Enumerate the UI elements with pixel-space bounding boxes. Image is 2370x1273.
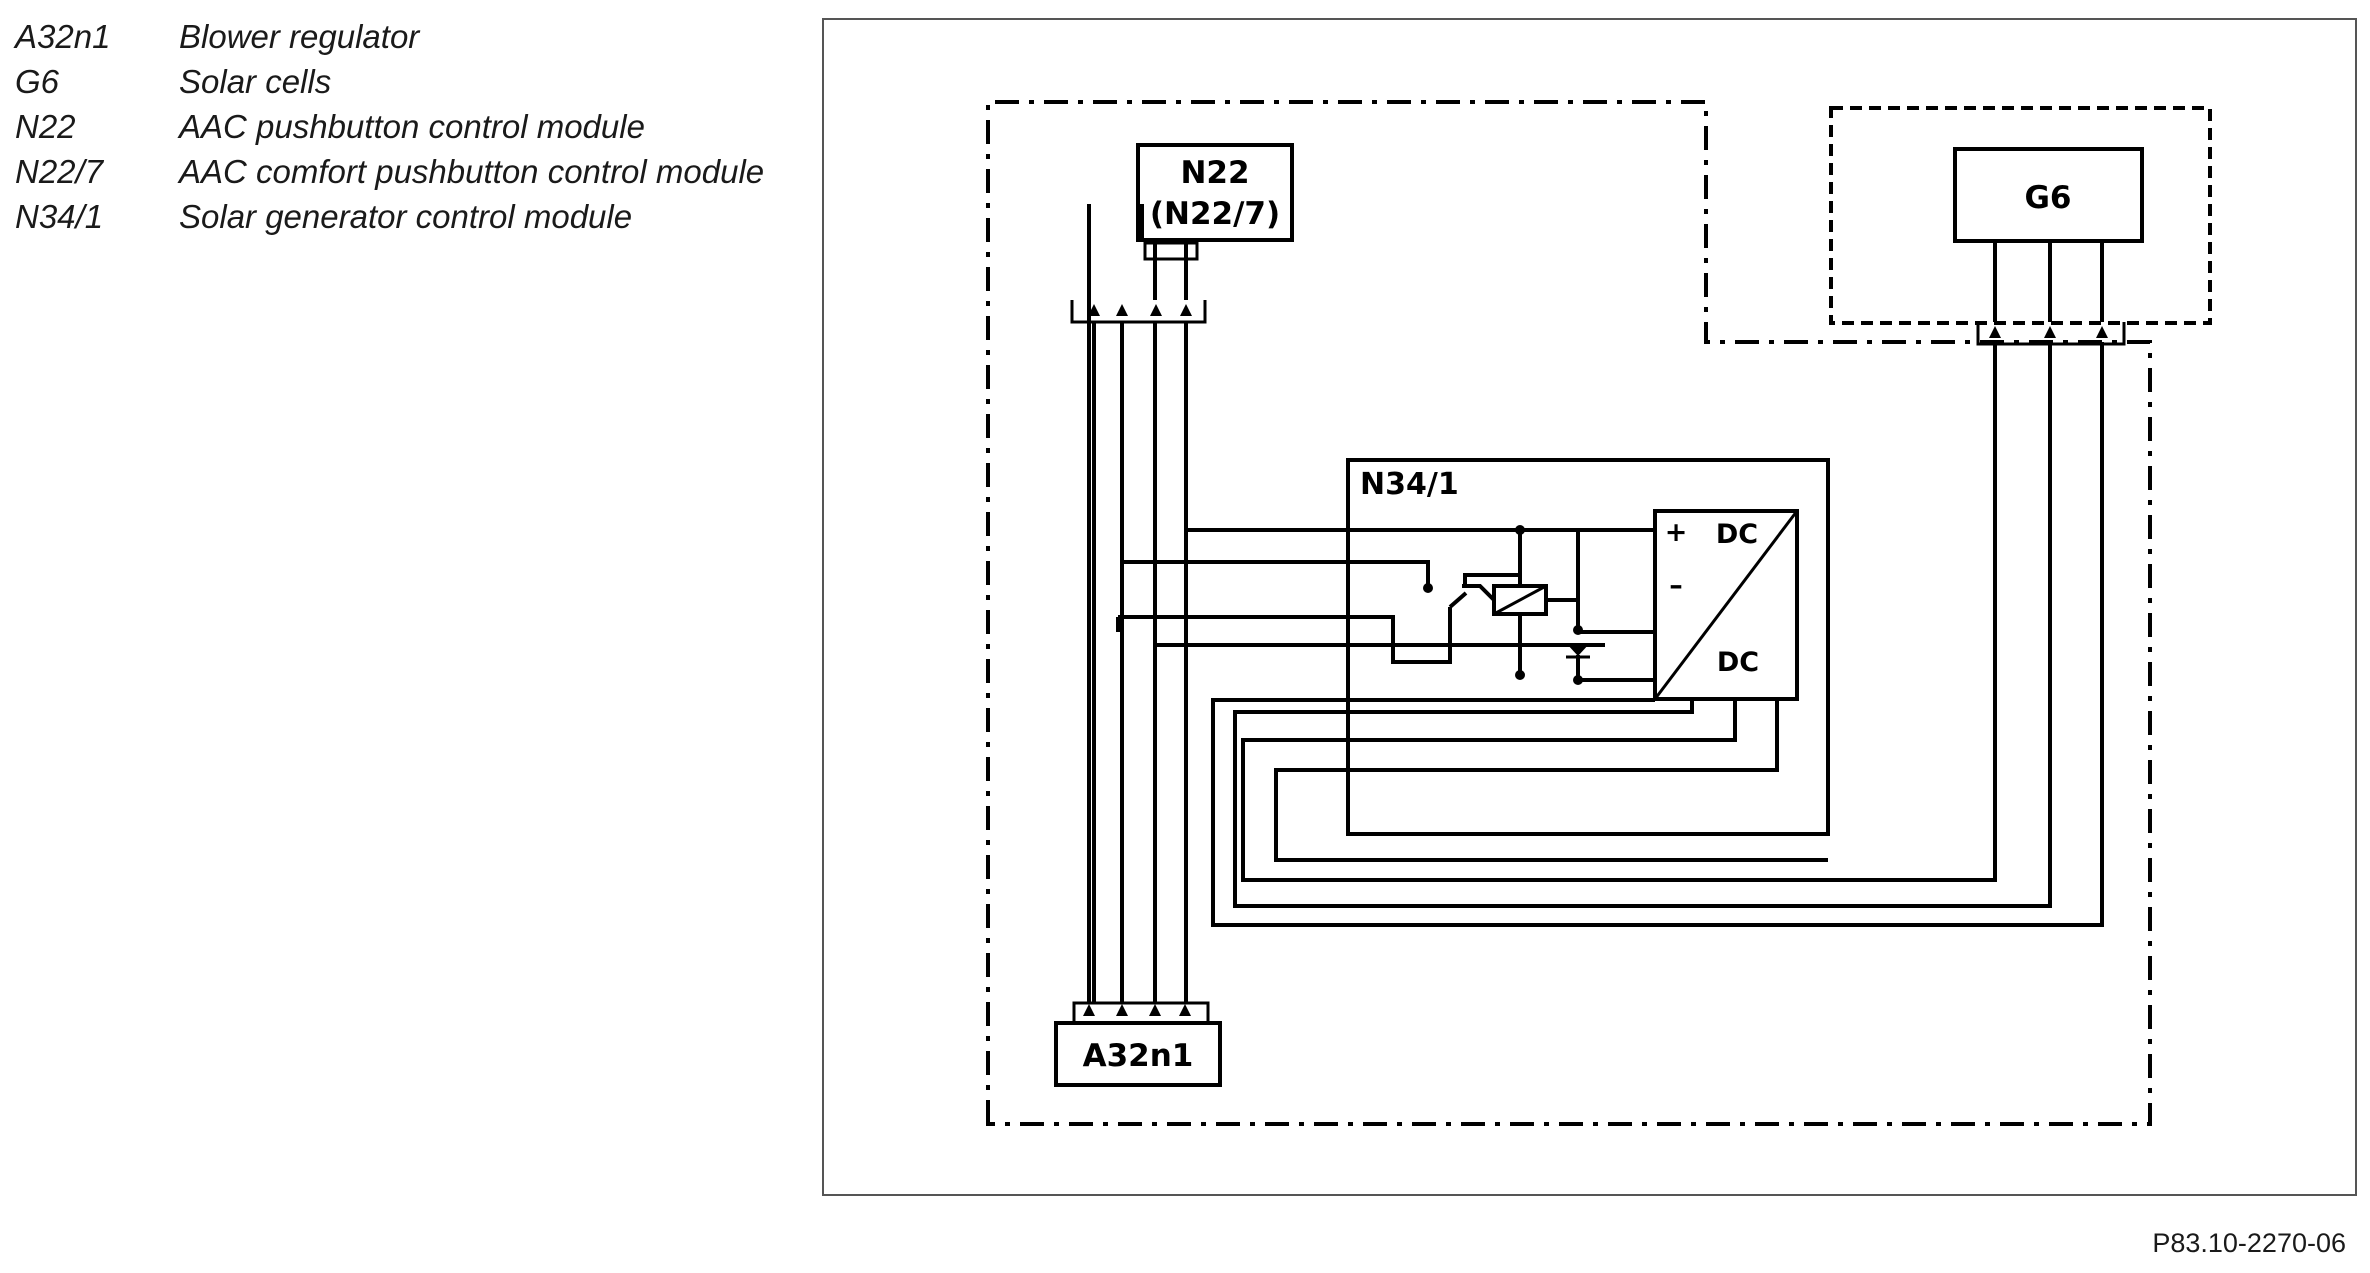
legend-item: N22 AAC pushbutton control module: [15, 104, 775, 149]
legend-description: AAC comfort pushbutton control module: [179, 153, 765, 190]
legend: A32n1 Blower regulator G6 Solar cells N2…: [15, 14, 775, 239]
n22-connector: [1143, 241, 1199, 261]
legend-code: G6: [15, 63, 60, 100]
diagram-frame: [822, 18, 2357, 1196]
a32n1-connector: [1072, 1001, 1210, 1022]
legend-description: Solar generator control module: [179, 198, 633, 235]
n22-label: N22: [1180, 155, 1249, 191]
dc-dc-converter: DC DC + –: [1653, 509, 1799, 701]
vehicle-boundary: [986, 100, 2152, 1126]
g6-boundary: [1829, 106, 2212, 325]
legend-description: Blower regulator: [179, 18, 420, 55]
minus-sign: –: [1669, 570, 1683, 601]
a32n1-label: A32n1: [1083, 1038, 1194, 1074]
converter-bottom-label: DC: [1717, 647, 1759, 678]
wiring: [1087, 204, 2104, 1003]
g6-label: G6: [2024, 180, 2071, 216]
legend-code: N34/1: [15, 198, 104, 235]
legend-item: G6 Solar cells: [15, 59, 775, 104]
upper-connector: [1070, 300, 1207, 324]
n22-7-label: (N22/7): [1150, 196, 1280, 232]
legend-code: A32n1: [15, 18, 111, 55]
plus-sign: +: [1665, 517, 1688, 548]
n34-1-label: N34/1: [1360, 467, 1459, 502]
legend-description: AAC pushbutton control module: [179, 108, 645, 145]
figure-reference: P83.10-2270-06: [2152, 1228, 2346, 1258]
legend-code: N22: [15, 108, 76, 145]
legend-item: A32n1 Blower regulator: [15, 14, 775, 59]
g6-module: G6: [1953, 147, 2144, 243]
a32n1-module: A32n1: [1054, 1021, 1222, 1087]
converter-top-label: DC: [1716, 519, 1758, 550]
n22-module: N22 (N22/7): [1136, 143, 1294, 242]
legend-code: N22/7: [15, 153, 104, 190]
legend-item: N34/1 Solar generator control module: [15, 194, 775, 239]
junctions: [1423, 525, 1583, 685]
legend-description: Solar cells: [179, 63, 332, 100]
legend-item: N22/7 AAC comfort pushbutton control mod…: [15, 149, 775, 194]
